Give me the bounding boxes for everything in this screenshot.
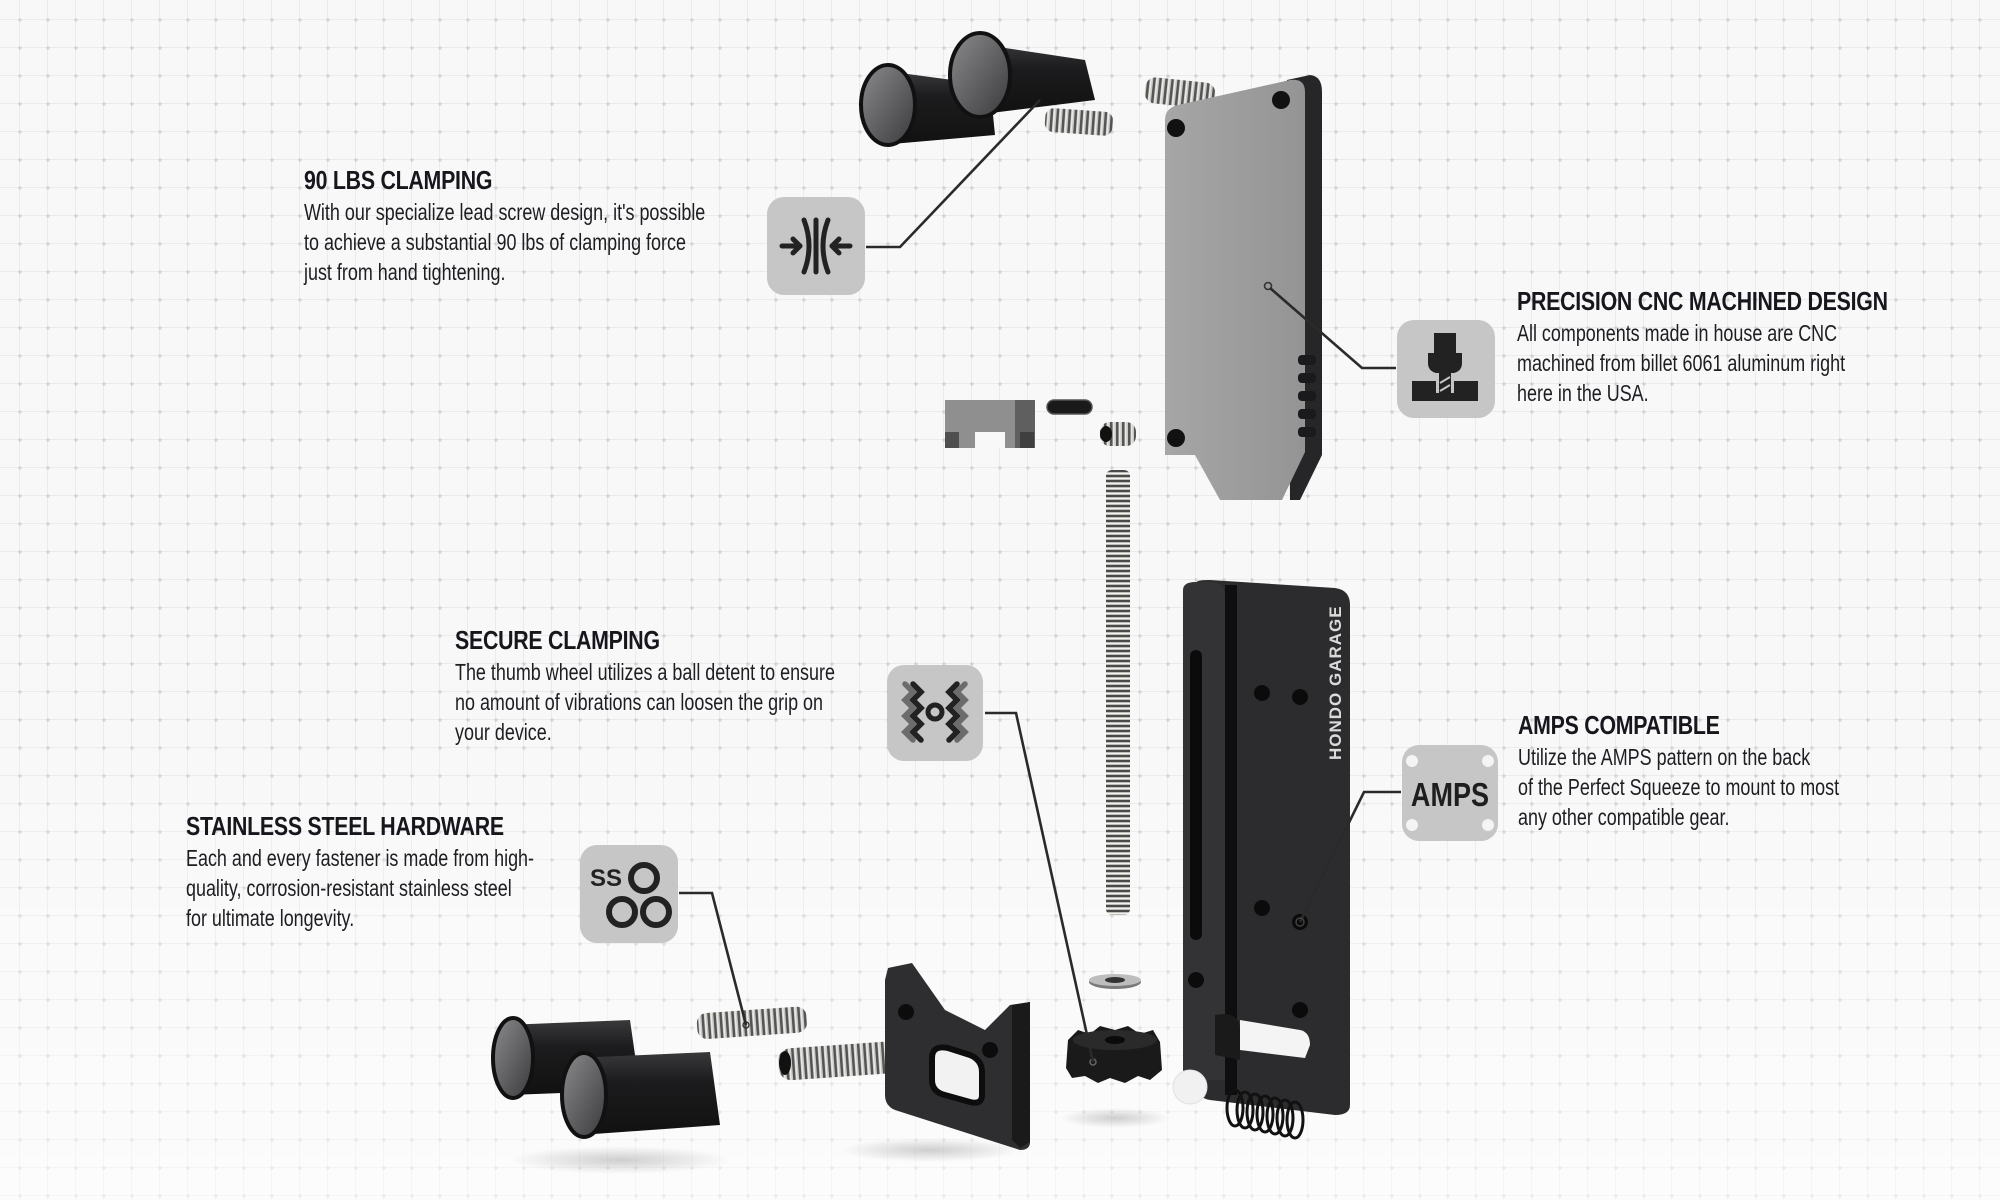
base-rail [1183,580,1350,1115]
top-knob-front [948,31,1095,119]
leader-cnc [1269,287,1396,370]
callout-clamping-force: 90 LBS CLAMPING With our specialize lead… [304,165,818,287]
lead-screw [1106,470,1130,915]
compression-spring [1225,1088,1305,1140]
callout-title: AMPS COMPATIBLE [1518,710,1720,740]
leader-stainless [679,891,748,1026]
callout-body: The thumb wheel utilizes a ball detent t… [455,659,835,745]
set-screw-bottom-2 [777,1041,897,1081]
compression-arrows-icon [767,197,865,295]
set-screw-mid [1100,422,1136,446]
callout-title: 90 LBS CLAMPING [304,165,493,195]
bottom-knob-front [560,1051,720,1139]
callout-body: Utilize the AMPS pattern on the back of … [1518,744,1840,830]
detent-ball [1172,1069,1208,1105]
callout-body: With our specialize lead screw design, i… [304,199,706,285]
leader-clamping [866,99,1041,249]
callout-title: SECURE CLAMPING [455,625,660,655]
detent-slider-block [945,400,1035,448]
thumb-wheel [1066,1026,1162,1083]
callout-secure-clamping: SECURE CLAMPING The thumb wheel utilizes… [455,625,942,747]
vibration-dampening-icon [887,665,983,761]
callout-cnc-machined: PRECISION CNC MACHINED DESIGN All compon… [1517,286,1969,408]
brand-engraving: HONDO GARAGE [1326,605,1345,760]
callout-title: STAINLESS STEEL HARDWARE [186,811,504,841]
leader-secure [985,711,1095,1063]
callout-body: Each and every fastener is made from hig… [186,845,535,931]
set-screw-top-2 [1044,108,1114,136]
leader-amps [1298,790,1401,923]
bottom-knob-rear [491,1016,640,1100]
top-knob-rear [859,63,995,147]
detent-spring-small [1046,399,1093,415]
top-clamp-plate [1165,75,1322,500]
set-screw-top-1 [1144,77,1216,109]
callout-amps-compatible: AMPS COMPATIBLE Utilize the AMPS pattern… [1518,710,1930,832]
cnc-mill-icon [1397,320,1495,418]
amps-label: AMPS [1411,778,1489,814]
callout-body: All components made in house are CNC mac… [1517,320,1846,406]
amps-plate-icon: AMPS [1402,745,1498,841]
stainless-hex-icon: SS [580,845,678,943]
set-screw-bottom-1 [696,1006,808,1039]
ss-label: SS [590,865,622,892]
callout-stainless-hardware: STAINLESS STEEL HARDWARE Each and every … [186,811,632,933]
washer [1089,974,1141,989]
lower-jaw-bracket [885,963,1030,1150]
callout-title: PRECISION CNC MACHINED DESIGN [1517,286,1888,316]
